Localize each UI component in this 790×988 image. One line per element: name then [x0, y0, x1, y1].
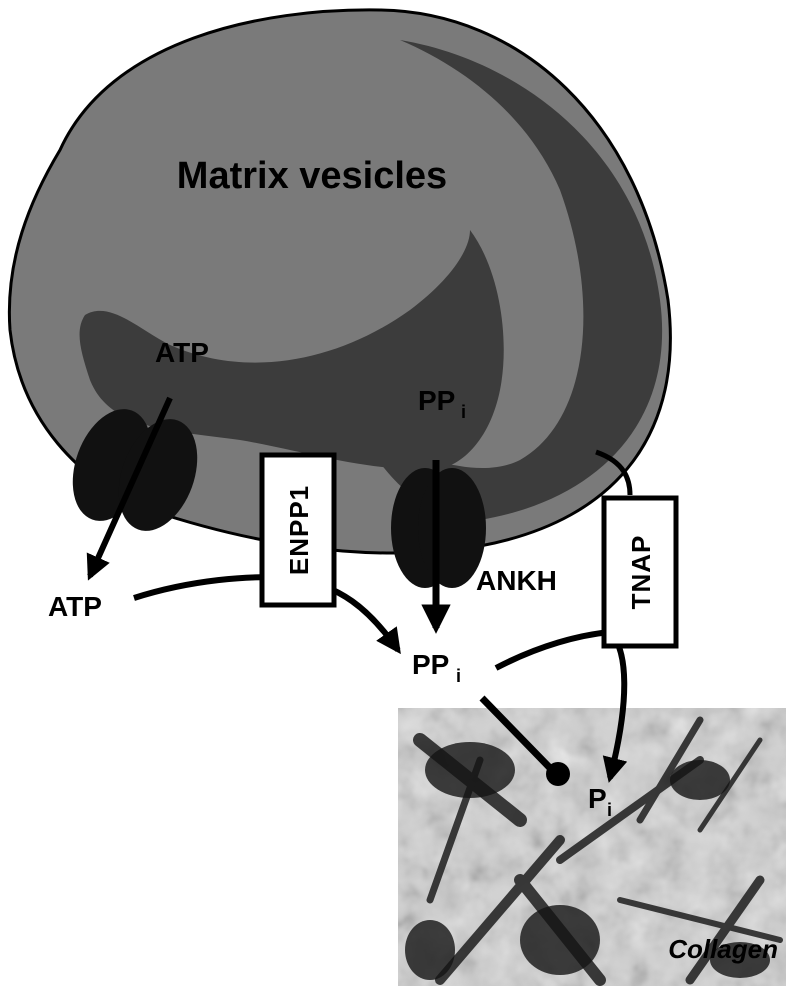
tnap-tether: [595, 449, 633, 496]
ppi-outside-text: PP: [412, 649, 449, 680]
ankh-label: ANKH: [476, 565, 557, 596]
pi-text: P: [588, 783, 607, 814]
tnap-box: TNAP: [601, 495, 679, 649]
ppi-outside-label: PP i: [412, 649, 461, 686]
enpp1-box: ENPP1: [259, 452, 337, 608]
ppi-inside-text: PP: [418, 385, 455, 416]
ppi-inhibition: [479, 695, 570, 786]
tnap-label: TNAP: [626, 535, 656, 610]
pi-sub: i: [607, 800, 612, 820]
atp-inside-label: ATP: [155, 337, 209, 368]
ppi-inside-label: PP i: [418, 385, 466, 422]
collagen-micrograph: [398, 708, 786, 986]
ppi-outside-sub: i: [456, 666, 461, 686]
atp-channel: [72, 396, 198, 581]
collagen-label: Collagen: [668, 934, 778, 964]
ppi-inside-sub: i: [461, 402, 466, 422]
ankh-channel: [391, 460, 486, 634]
pi-label: P i: [588, 783, 612, 820]
enpp1-label: ENPP1: [284, 485, 314, 575]
vesicle-inner-fold: [79, 230, 504, 470]
vesicle-title: Matrix vesicles: [177, 155, 447, 197]
atp-outside-label: ATP: [48, 591, 102, 622]
vesicle-shadow: [360, 40, 663, 520]
matrix-vesicle: [7, 8, 672, 555]
